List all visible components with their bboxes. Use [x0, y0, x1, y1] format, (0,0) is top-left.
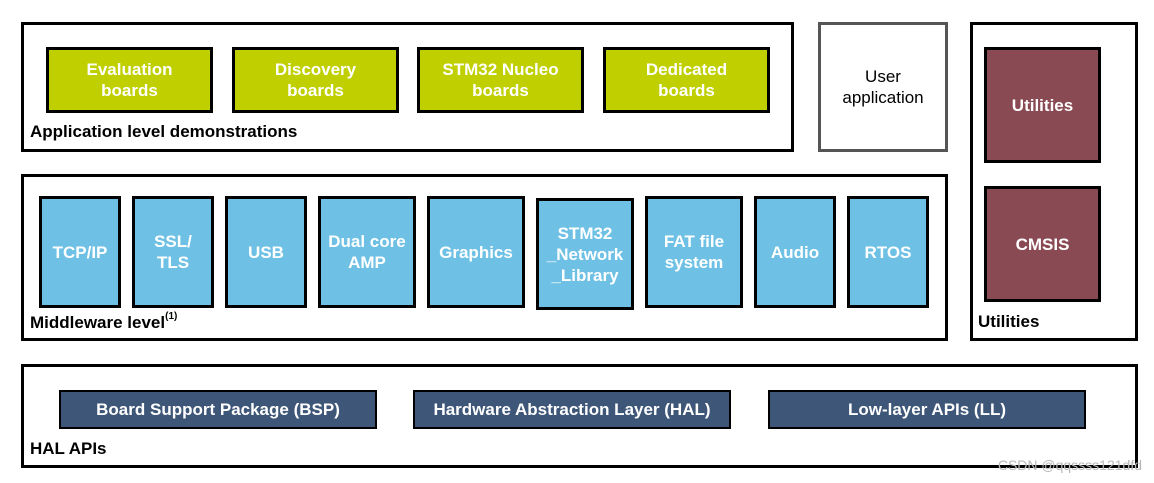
board-nucleo: STM32 Nucleo boards	[417, 47, 584, 113]
cmsis-box: CMSIS	[984, 186, 1101, 302]
middleware-ssl-tls: SSL/ TLS	[132, 196, 214, 308]
board-discovery: Discovery boards	[232, 47, 399, 113]
middleware-level-text: Middleware level	[30, 313, 166, 332]
hal-hal: Hardware Abstraction Layer (HAL)	[413, 390, 731, 429]
middleware-tcpip: TCP/IP	[39, 196, 121, 308]
hal-bsp: Board Support Package (BSP)	[59, 390, 377, 429]
middleware-footnote: (1)	[165, 311, 178, 322]
middleware-fat-file-system: FAT file system	[645, 196, 743, 308]
middleware-level-label: Middleware level(1)	[30, 311, 178, 333]
watermark: CSDN @qqssss121dfd	[997, 457, 1142, 473]
utilities-label: Utilities	[978, 312, 1040, 331]
application-level-label: Application level demonstrations	[30, 122, 298, 141]
utilities-box: Utilities	[984, 47, 1101, 163]
user-application: User application	[818, 22, 948, 152]
board-evaluation: Evaluation boards	[46, 47, 213, 113]
board-dedicated: Dedicated boards	[603, 47, 770, 113]
hal-ll: Low-layer APIs (LL)	[768, 390, 1086, 429]
middleware-stm32-network-library: STM32 _Network _Library	[536, 198, 634, 310]
middleware-graphics: Graphics	[427, 196, 525, 308]
middleware-usb: USB	[225, 196, 307, 308]
middleware-dual-core-amp: Dual core AMP	[318, 196, 416, 308]
hal-apis-label: HAL APIs	[30, 439, 107, 458]
middleware-rtos: RTOS	[847, 196, 929, 308]
middleware-audio: Audio	[754, 196, 836, 308]
